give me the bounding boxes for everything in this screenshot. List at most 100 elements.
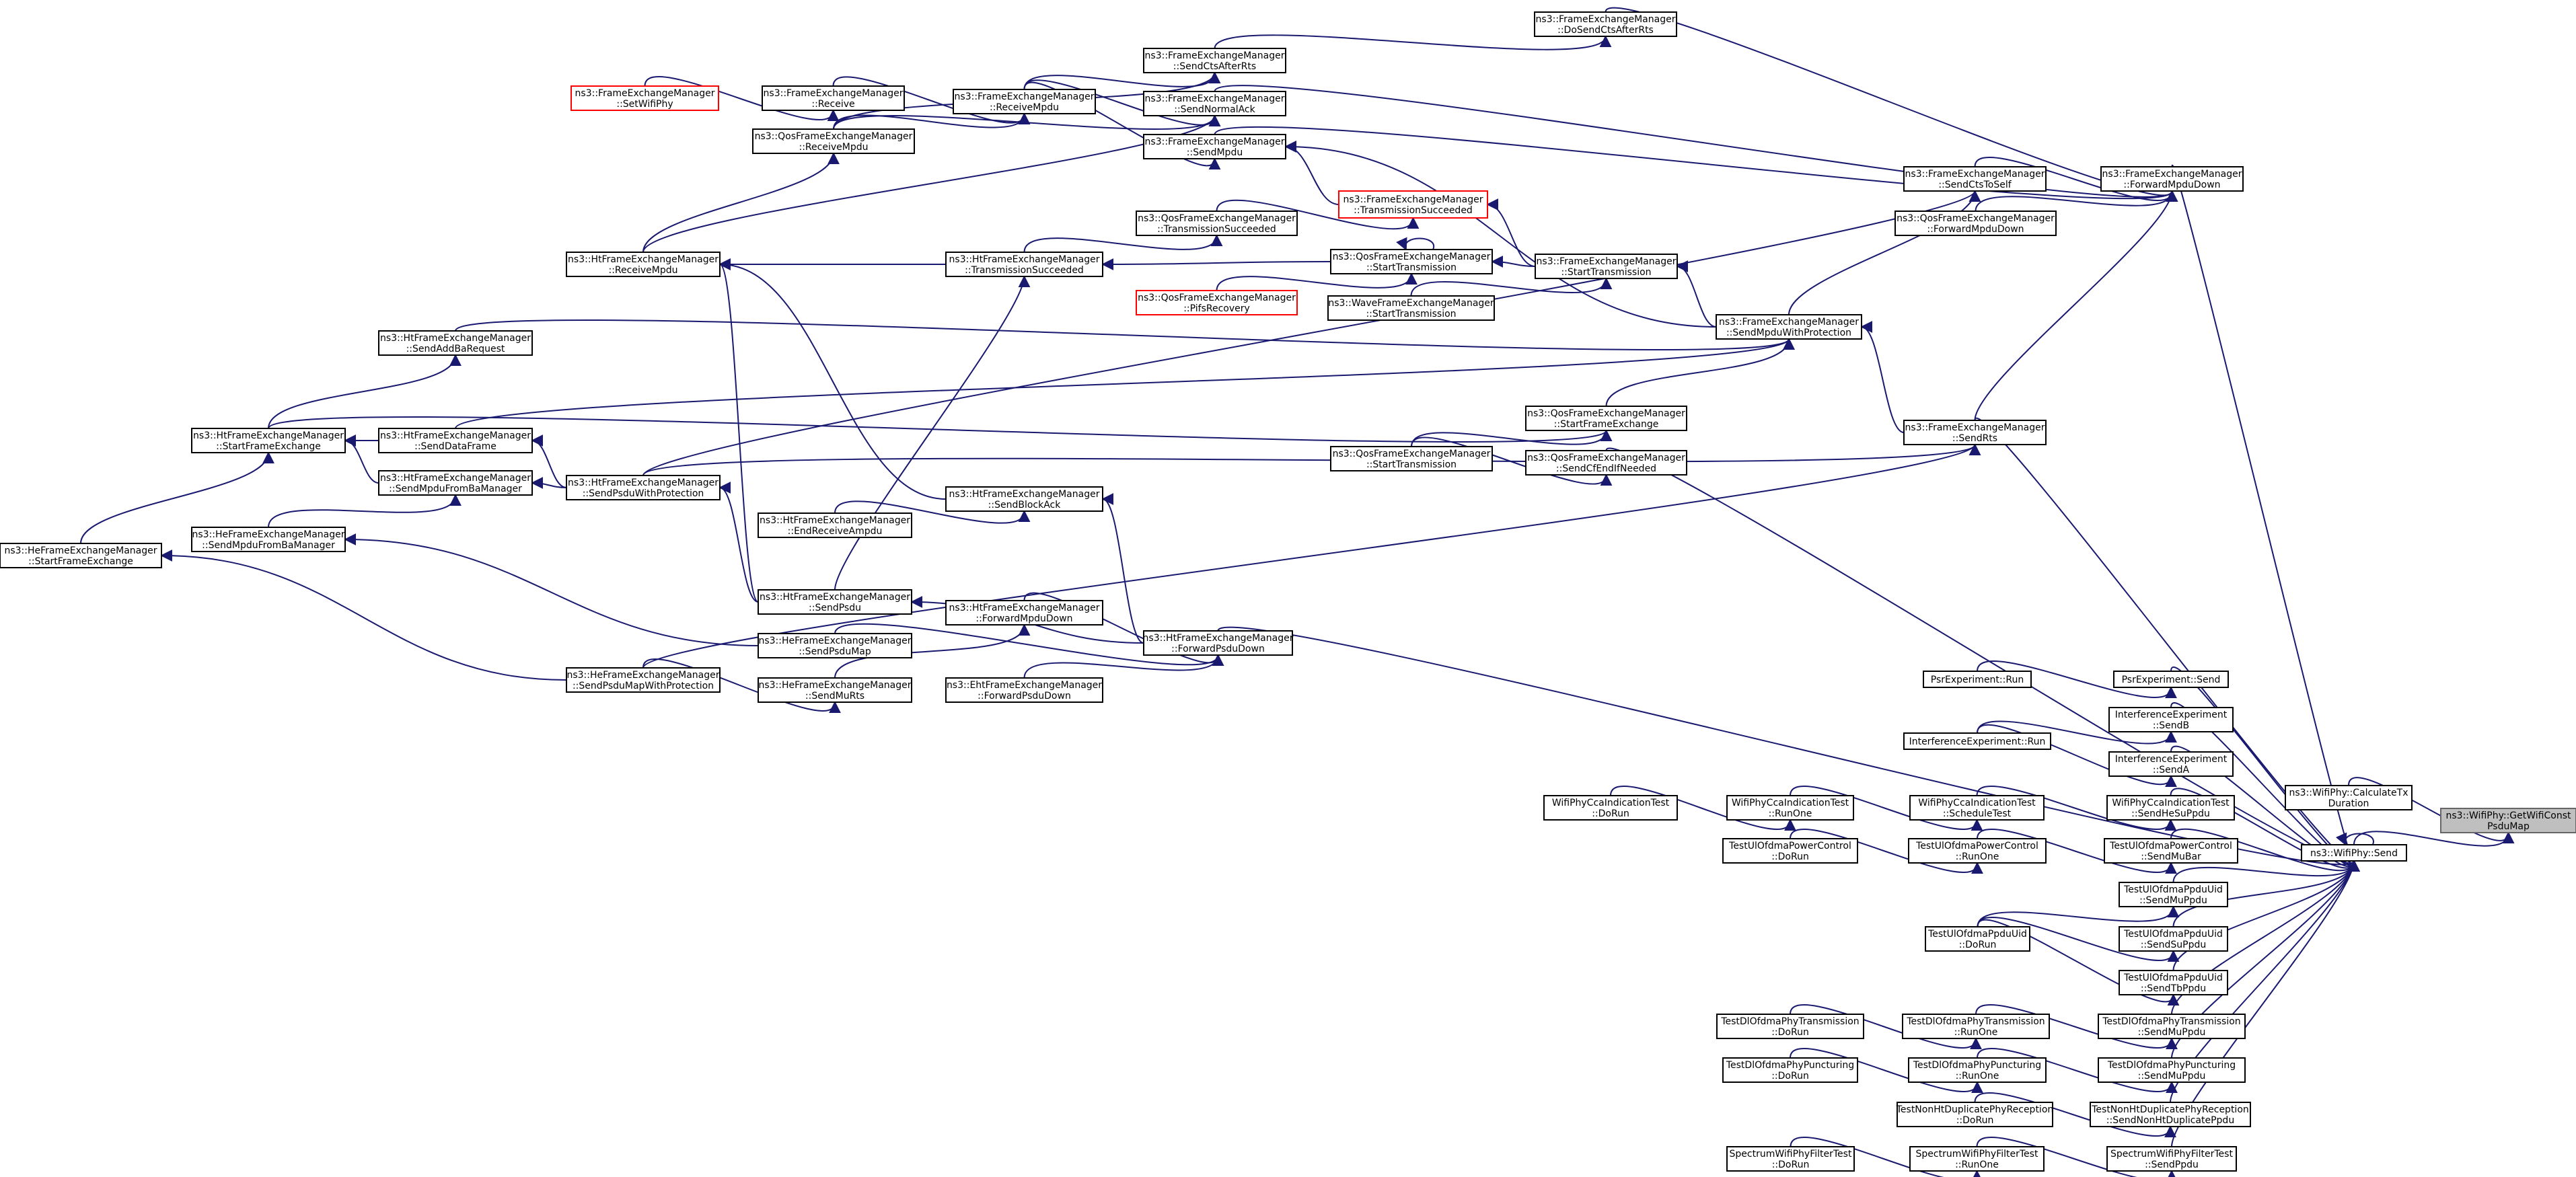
node-label: PsrExperiment::Run <box>1931 675 2024 685</box>
node-ht-start-fe[interactable]: ns3::HtFrameExchangeManager::StartFrameE… <box>191 428 346 453</box>
node-label: ns3::QosFrameExchangeManager <box>1333 449 1491 459</box>
node-qfe-start-tx[interactable]: ns3::QosFrameExchangeManager::StartTrans… <box>1330 249 1493 274</box>
node-if-run[interactable]: InterferenceExperiment::Run <box>1903 732 2051 750</box>
node-fe-send-mpdu[interactable]: ns3::FrameExchangeManager::SendMpdu <box>1143 134 1286 159</box>
edge-non-ht-do-run-to-non-ht-send <box>1974 1092 2176 1138</box>
node-label: TestNonHtDuplicatePhyReception <box>1896 1104 2054 1115</box>
node-fe-pdu-down[interactable]: ns3::FrameExchangeManager::ForwardMpduDo… <box>2100 166 2244 192</box>
node-psr-send[interactable]: PsrExperiment::Send <box>2113 671 2229 688</box>
node-qfe-cf-end[interactable]: ns3::QosFrameExchangeManager::SendCfEndI… <box>1525 450 1687 476</box>
node-fe-do-send-cts[interactable]: ns3::FrameExchangeManager::DoSendCtsAfte… <box>1534 11 1677 37</box>
node-he-send-psdu-map[interactable]: ns3::HeFrameExchangeManager::SendPsduMap <box>758 633 912 658</box>
node-qfe-start-fe[interactable]: ns3::QosFrameExchangeManager::StartFrame… <box>1525 406 1687 431</box>
node-ht-send-psdu[interactable]: ns3::HtFrameExchangeManager::SendPsdu <box>758 589 912 615</box>
node-dl-pu-mu[interactable]: TestDlOfdmaPhyPuncturing::SendMuPpdu <box>2098 1057 2246 1083</box>
node-label: InterferenceExperiment <box>2115 710 2228 720</box>
node-fe-recv-mpdu[interactable]: ns3::FrameExchangeManager::ReceiveMpdu <box>953 89 1096 114</box>
node-dl-tx-mu[interactable]: TestDlOfdmaPhyTransmission::SendMuPpdu <box>2098 1014 2246 1039</box>
node-fe-cts-self[interactable]: ns3::FrameExchangeManager::SendCtsToSelf <box>1903 166 2047 192</box>
node-label: ns3::HtFrameExchangeManager <box>193 430 344 441</box>
node-fe-mpdu-prot[interactable]: ns3::FrameExchangeManager::SendMpduWithP… <box>1716 314 1862 340</box>
node-ht-mpdu-ba[interactable]: ns3::HtFrameExchangeManager::SendMpduFro… <box>378 470 533 496</box>
node-label: ns3::HeFrameExchangeManager <box>758 636 911 646</box>
node-psr-run[interactable]: PsrExperiment::Run <box>1923 671 2032 688</box>
node-label: TestDlOfdmaPhyPuncturing <box>1726 1060 1854 1071</box>
node-uid-tb[interactable]: TestUlOfdmaPpduUid::SendTbPpdu <box>2119 970 2228 995</box>
node-fe-start-tx[interactable]: ns3::FrameExchangeManager::StartTransmis… <box>1535 254 1678 279</box>
node-dl-tx-run-one[interactable]: TestDlOfdmaPhyTransmission::RunOne <box>1902 1014 2050 1039</box>
node-spec-do-run[interactable]: SpectrumWifiPhyFilterTest::DoRun <box>1726 1146 1855 1172</box>
node-fe-set-phy[interactable]: ns3::FrameExchangeManager::SetWifiPhy <box>571 85 719 111</box>
node-ht-psdu-prot[interactable]: ns3::HtFrameExchangeManager::SendPsduWit… <box>566 475 721 500</box>
node-label: ns3::QosFrameExchangeManager <box>1333 252 1491 262</box>
node-wave-start-tx[interactable]: ns3::WaveFrameExchangeManager::StartTran… <box>1327 295 1495 321</box>
node-cca-send-he[interactable]: WifiPhyCcaIndicationTest::SendHeSuPpdu <box>2106 795 2235 821</box>
node-pc-run-one[interactable]: TestUlOfdmaPowerControl::RunOne <box>1908 838 2047 864</box>
node-label: ::SendMuRts <box>805 691 864 701</box>
edge-ht-recv-mpdu-to-qfe-recv-mpdu <box>642 152 840 253</box>
node-dl-pu-run-one[interactable]: TestDlOfdmaPhyPuncturing::RunOne <box>1908 1057 2047 1083</box>
node-cca-run-one[interactable]: WifiPhyCcaIndicationTest::RunOne <box>1726 795 1854 821</box>
node-label: ::ScheduleTest <box>1943 808 2012 819</box>
node-box <box>1525 450 1687 476</box>
node-label: ns3::FrameExchangeManager <box>1145 137 1285 147</box>
node-send[interactable]: ns3::WifiPhy::Send <box>2301 844 2407 862</box>
node-dl-tx-do-run[interactable]: TestDlOfdmaPhyTransmission::DoRun <box>1716 1014 1864 1039</box>
node-qfe-tx-succ[interactable]: ns3::QosFrameExchangeManager::Transmissi… <box>1136 211 1298 236</box>
node-fe-normal-ack[interactable]: ns3::FrameExchangeManager::SendNormalAck <box>1143 91 1286 116</box>
node-pc-mu-bar[interactable]: TestUlOfdmaPowerControl::SendMuBar <box>2104 838 2238 864</box>
node-cca-sched[interactable]: WifiPhyCcaIndicationTest::ScheduleTest <box>1909 795 2045 821</box>
edge-wave-start-tx-to-fe-start-tx <box>1410 277 1613 297</box>
node-ht-block-ack[interactable]: ns3::HtFrameExchangeManager::SendBlockAc… <box>945 486 1103 512</box>
node-non-ht-do-run[interactable]: TestNonHtDuplicatePhyReception::DoRun <box>1896 1102 2054 1127</box>
edge-uid-mu-to-send <box>2172 860 2360 883</box>
node-dl-pu-do-run[interactable]: TestDlOfdmaPhyPuncturing::DoRun <box>1722 1057 1858 1083</box>
node-ht-tx-succ[interactable]: ns3::HtFrameExchangeManager::Transmissio… <box>945 252 1103 277</box>
node-if-send-b[interactable]: InterferenceExperiment::SendB <box>2108 707 2234 732</box>
node-ht-fwd-mpdu[interactable]: ns3::HtFrameExchangeManager::ForwardMpdu… <box>945 600 1103 625</box>
node-ht-recv-mpdu[interactable]: ns3::HtFrameExchangeManager::ReceiveMpdu <box>566 252 721 277</box>
node-label: ::SendMuPpdu <box>2138 1071 2206 1081</box>
node-fe-tx-succ[interactable]: ns3::FrameExchangeManager::TransmissionS… <box>1338 190 1488 219</box>
node-label: ::DoRun <box>1771 1027 1809 1038</box>
node-he-psdu-map-prot[interactable]: ns3::HeFrameExchangeManager::SendPsduMap… <box>566 667 721 693</box>
node-fe-rts[interactable]: ns3::FrameExchangeManager::SendRts <box>1903 420 2047 445</box>
node-uid-mu[interactable]: TestUlOfdmaPpduUid::SendMuPpdu <box>2119 882 2228 907</box>
node-spec-run-one[interactable]: SpectrumWifiPhyFilterTest::RunOne <box>1909 1146 2045 1172</box>
node-ht-fwd-psdu[interactable]: ns3::HtFrameExchangeManager::ForwardPsdu… <box>1143 630 1294 656</box>
node-box <box>1535 254 1678 279</box>
node-fe-send-cts[interactable]: ns3::FrameExchangeManager::SendCtsAfterR… <box>1143 48 1286 73</box>
node-fe-recv[interactable]: ns3::FrameExchangeManager::Receive <box>762 85 905 111</box>
node-qfe-start-tx2[interactable]: ns3::QosFrameExchangeManager::StartTrans… <box>1330 446 1493 471</box>
node-qfe-fwd-mpdu[interactable]: ns3::QosFrameExchangeManager::ForwardMpd… <box>1894 211 2057 236</box>
node-label: ::StartFrameExchange <box>28 556 133 567</box>
node-uid-do-run[interactable]: TestUlOfdmaPpduUid::DoRun <box>1925 926 2030 952</box>
node-qfe-recv-mpdu[interactable]: ns3::QosFrameExchangeManager::ReceiveMpd… <box>752 128 915 154</box>
node-box <box>566 475 721 500</box>
node-qfe-pifs[interactable]: ns3::QosFrameExchangeManager::PifsRecove… <box>1136 290 1298 315</box>
node-label: ns3::HtFrameExchangeManager <box>380 430 531 441</box>
node-label: ns3::FrameExchangeManager <box>1145 93 1285 104</box>
node-pc-do-run[interactable]: TestUlOfdmaPowerControl::DoRun <box>1722 838 1858 864</box>
node-label: ::SendB <box>2153 720 2189 731</box>
node-ht-add-ba[interactable]: ns3::HtFrameExchangeManager::SendAddBaRe… <box>378 330 533 356</box>
node-spec-send[interactable]: SpectrumWifiPhyFilterTest::SendPpdu <box>2106 1146 2237 1172</box>
node-uid-su[interactable]: TestUlOfdmaPpduUid::SendSuPpdu <box>2119 926 2228 952</box>
node-ht-data-frame[interactable]: ns3::HtFrameExchangeManager::SendDataFra… <box>378 428 533 453</box>
node-he-start-fe[interactable]: ns3::HeFrameExchangeManager::StartFrameE… <box>0 543 162 568</box>
node-non-ht-send[interactable]: TestNonHtDuplicatePhyReception::SendNonH… <box>2090 1102 2251 1127</box>
node-if-send-a[interactable]: InterferenceExperiment::SendA <box>2108 751 2234 777</box>
node-box <box>1923 671 2032 688</box>
node-box <box>2100 166 2244 192</box>
node-label: ns3::HtFrameExchangeManager <box>760 515 910 526</box>
node-label: ns3::HeFrameExchangeManager <box>566 670 719 681</box>
node-he-mpdu-ba[interactable]: ns3::HeFrameExchangeManager::SendMpduFro… <box>191 527 346 552</box>
edge-fe-send-cts-to-fe-do-send-cts <box>1214 34 1612 50</box>
node-he-mu-rts[interactable]: ns3::HeFrameExchangeManager::SendMuRts <box>758 677 912 703</box>
node-cca-do-run[interactable]: WifiPhyCcaIndicationTest::DoRun <box>1543 795 1678 821</box>
node-ht-end-recv[interactable]: ns3::HtFrameExchangeManager::EndReceiveA… <box>758 512 912 538</box>
node-label: Duration <box>2328 798 2369 809</box>
node-eht-fwd-psdu[interactable]: ns3::EhtFrameExchangeManager::ForwardPsd… <box>945 677 1103 703</box>
